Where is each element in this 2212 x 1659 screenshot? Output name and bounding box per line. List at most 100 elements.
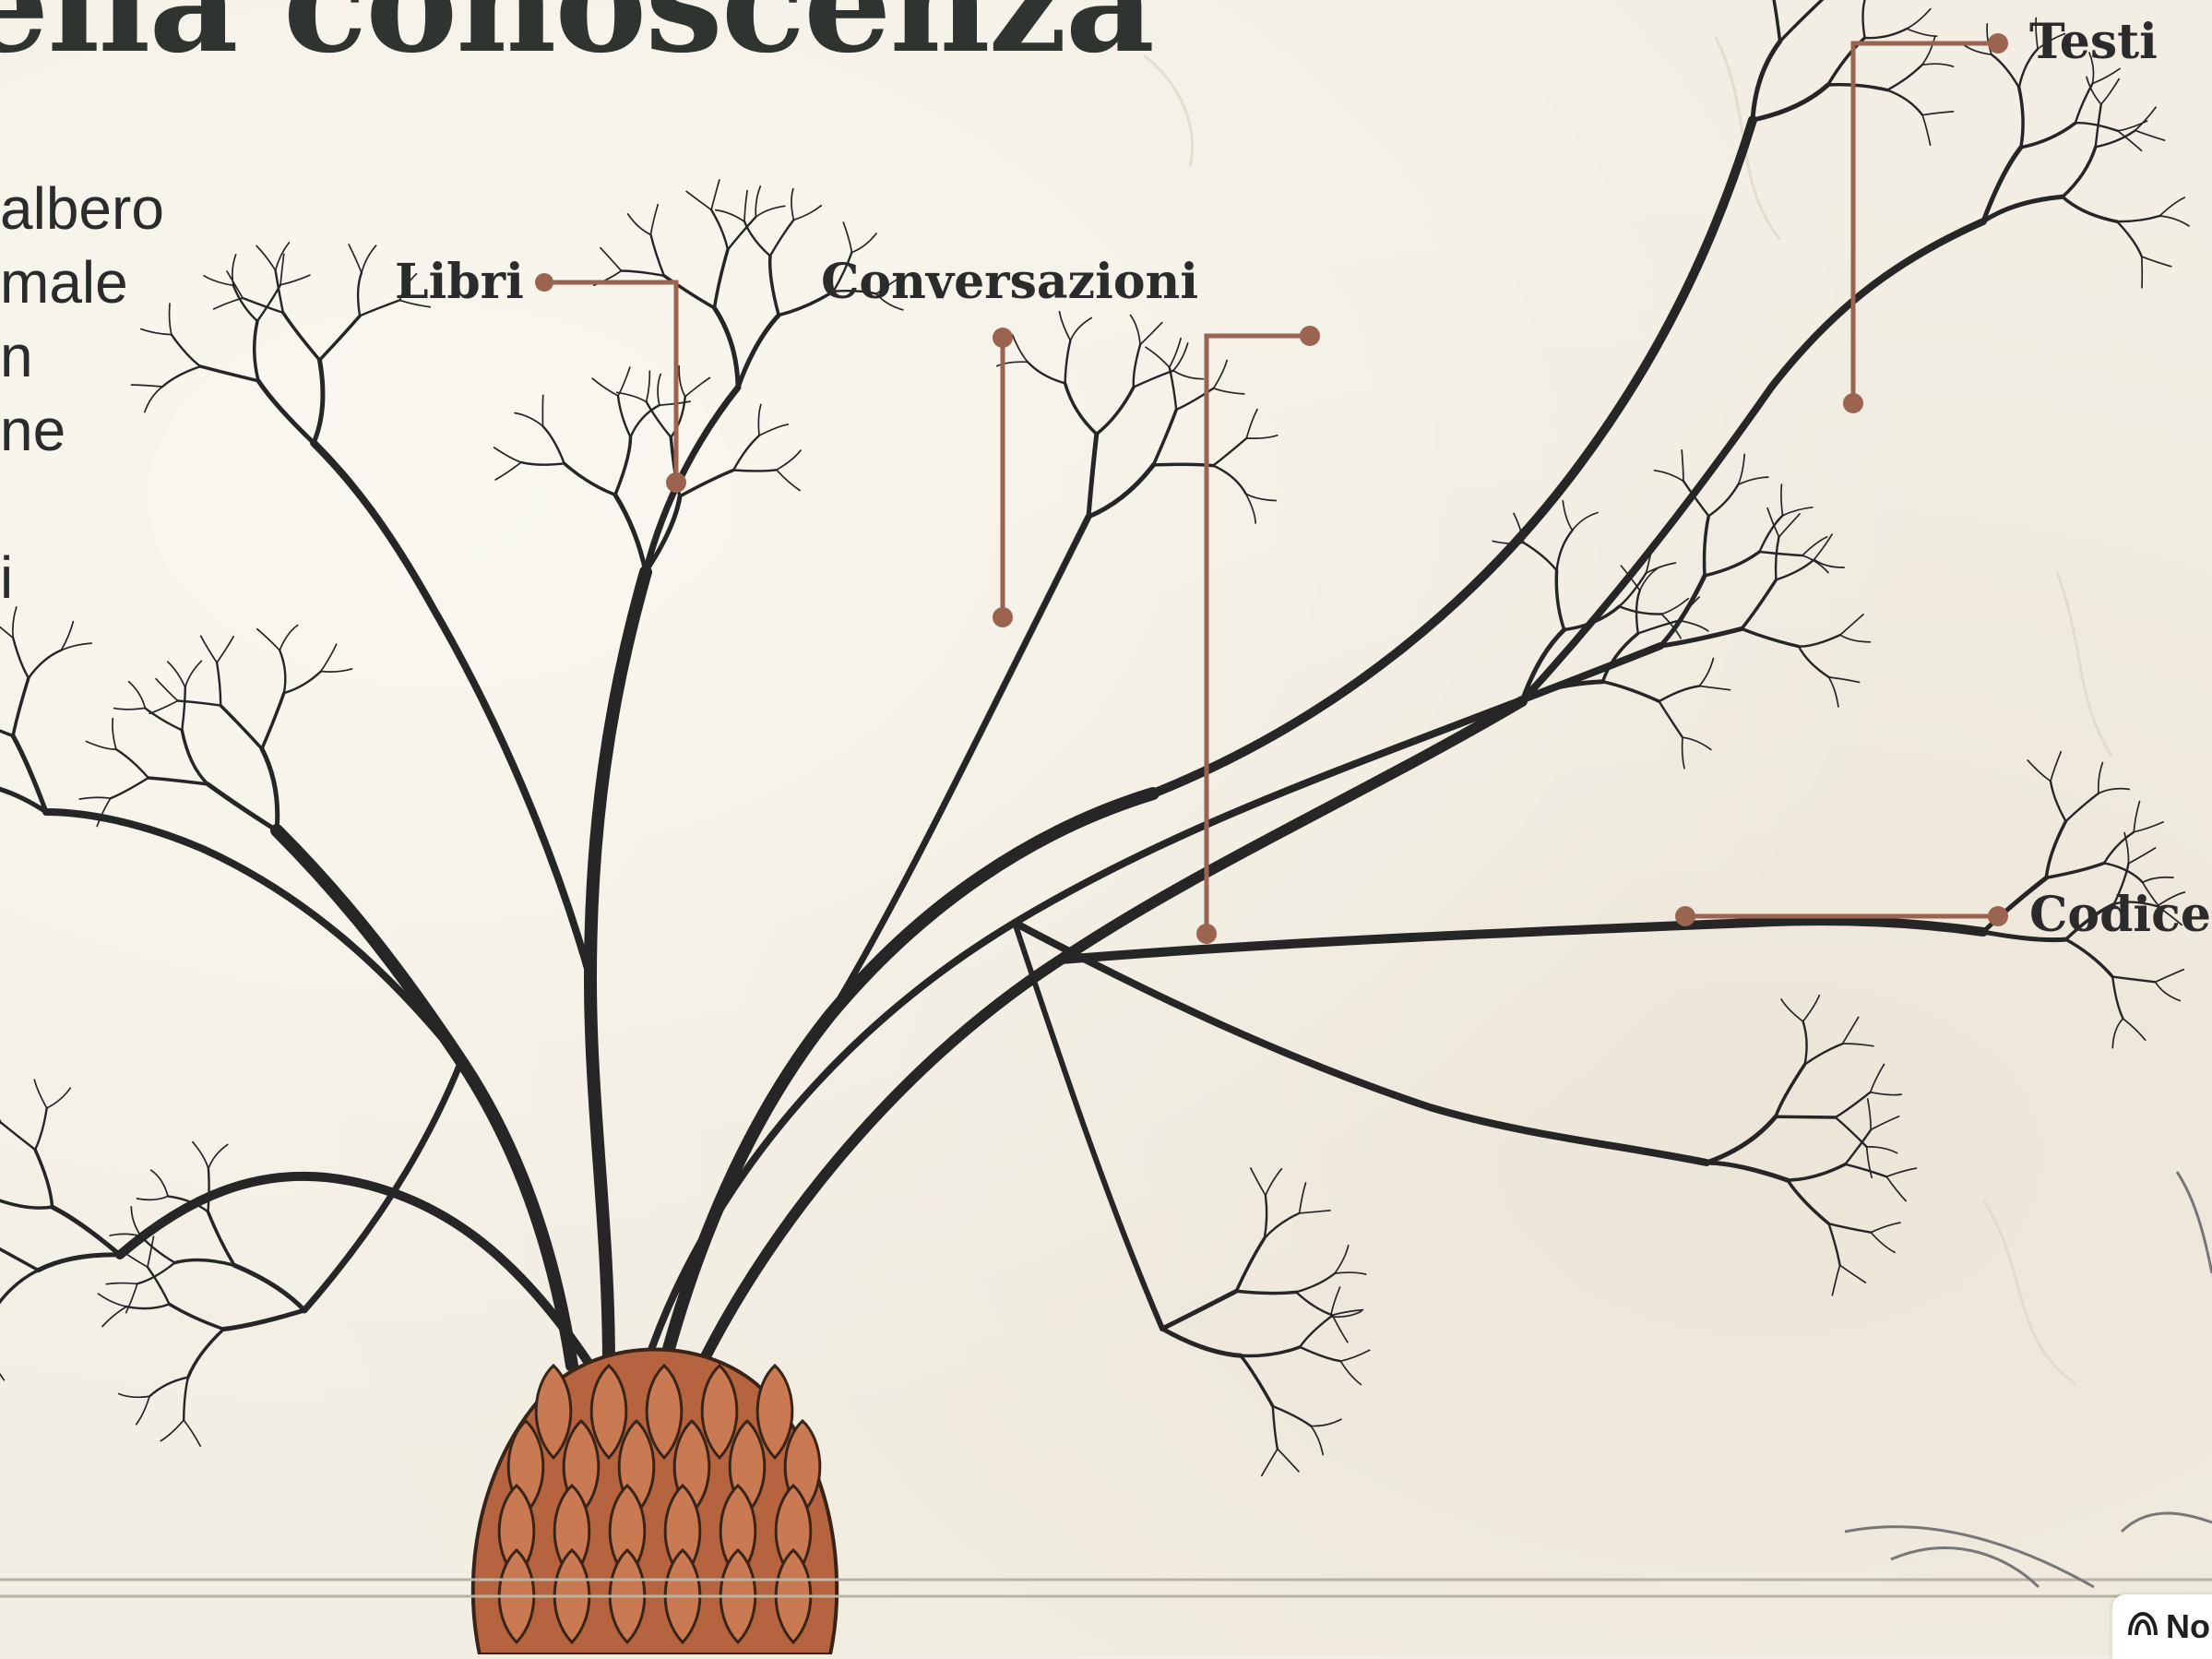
tree-twig xyxy=(1770,0,1779,42)
tree-twig xyxy=(2101,79,2119,104)
tree-twig xyxy=(1311,1419,1341,1426)
tree-twig xyxy=(1214,388,1244,394)
tree-twig xyxy=(1556,570,1564,629)
tree-twig xyxy=(843,222,851,252)
tree-twig xyxy=(1262,1449,1278,1475)
tree-twig xyxy=(1708,484,1738,516)
tree-twig xyxy=(262,693,284,748)
callout-dot xyxy=(1300,326,1320,346)
callout-dot xyxy=(1843,393,1863,413)
tree-twig xyxy=(1028,362,1065,383)
tree-twig xyxy=(151,1170,168,1196)
tree-twig xyxy=(1887,65,1922,90)
tree-twig xyxy=(0,1271,38,1310)
tree-twig xyxy=(2104,832,2134,864)
tree-twig xyxy=(114,708,146,709)
tree-twig xyxy=(1162,1329,1241,1355)
tree-twig xyxy=(1753,85,1828,120)
tree-twig xyxy=(2099,789,2129,794)
tree-twig xyxy=(617,392,647,401)
tree-twig xyxy=(2112,977,2123,1019)
tree-twig xyxy=(1871,1116,1898,1130)
tree-twig xyxy=(1907,29,1937,36)
tree-twig xyxy=(220,706,262,749)
tree-twig xyxy=(113,719,116,749)
tree-twig xyxy=(2156,982,2181,1000)
tree-twig xyxy=(2028,760,2051,782)
tree-twig xyxy=(1300,1347,1340,1361)
tree-twig xyxy=(13,678,29,736)
tree-twig xyxy=(777,470,800,490)
tree-twig xyxy=(777,450,801,470)
tree-twig xyxy=(279,650,285,693)
tree-twig xyxy=(358,273,362,316)
tree-twig xyxy=(1799,647,1829,677)
tree-twig xyxy=(601,248,622,271)
tree-twig xyxy=(1776,560,1814,580)
tree-twig xyxy=(2142,257,2171,267)
tree-twig xyxy=(1311,1426,1323,1455)
tree-twig xyxy=(1013,335,1028,362)
tree-twig xyxy=(1992,54,2019,88)
tree-twig xyxy=(2134,822,2163,832)
tree-twig xyxy=(214,298,243,309)
tree-twig xyxy=(1788,1180,1829,1223)
tree-twig xyxy=(208,1211,235,1265)
tree-twig xyxy=(1340,1361,1361,1384)
tree-twig xyxy=(193,1142,208,1169)
tree-twig xyxy=(738,316,779,388)
tree-twig xyxy=(182,730,208,784)
notebook-badge[interactable]: No xyxy=(2112,1594,2212,1659)
tree-twig xyxy=(1887,90,1922,115)
tree-twig xyxy=(1296,1292,1332,1315)
tree-twig xyxy=(79,797,111,799)
tree-twig xyxy=(280,254,284,284)
tree-twig xyxy=(2112,977,2155,983)
tree-twig xyxy=(1683,737,1711,749)
tree-twig xyxy=(1246,436,1277,438)
tree-twig xyxy=(1273,1406,1311,1426)
tree-twig xyxy=(1088,465,1153,517)
tree-twig xyxy=(126,1304,170,1308)
tree-twig xyxy=(1246,494,1277,501)
tree-twig xyxy=(257,285,280,321)
callout-dot xyxy=(535,273,553,292)
tree-twig xyxy=(1065,383,1097,434)
tree-twig xyxy=(175,1260,235,1266)
tree-twig xyxy=(715,250,729,308)
tree-twig xyxy=(2,1123,36,1150)
tree-twig xyxy=(1886,1168,1916,1176)
tree-twig xyxy=(1097,388,1134,435)
tree-twig xyxy=(1162,1291,1236,1329)
corner-leaves xyxy=(1845,1172,2212,1587)
tree-twig xyxy=(2135,107,2156,130)
tree-twig xyxy=(1759,552,1802,555)
tree-twig xyxy=(1573,513,1599,531)
tree-twig xyxy=(1759,516,1782,552)
tree-twig xyxy=(1845,1164,1886,1176)
tree-twig xyxy=(2063,197,2117,221)
tree-twig xyxy=(1524,543,1557,570)
tree-twig xyxy=(1236,1291,1296,1293)
tree-twig xyxy=(201,636,217,662)
tree-twig xyxy=(1251,1168,1266,1196)
tree-twig xyxy=(1213,466,1245,494)
tree-twig xyxy=(1296,1273,1335,1292)
tree-twig xyxy=(2046,821,2065,877)
tree-twig xyxy=(156,679,178,701)
tree-twig xyxy=(258,381,314,443)
tree-twig xyxy=(1788,1164,1846,1180)
tree-twig xyxy=(98,1294,126,1307)
tree-twig xyxy=(1705,552,1759,576)
tree-twig xyxy=(1776,1065,1805,1117)
tree-twig xyxy=(1241,1347,1300,1356)
tree-twig xyxy=(1840,635,1871,642)
tree-twig xyxy=(284,672,321,694)
tree-twig xyxy=(1659,686,1700,702)
tree-twig xyxy=(733,470,777,471)
tree-twig xyxy=(1707,1116,1776,1163)
tree-twig xyxy=(770,220,794,256)
tree-twig xyxy=(255,321,258,381)
tree-twig xyxy=(1300,1317,1330,1347)
